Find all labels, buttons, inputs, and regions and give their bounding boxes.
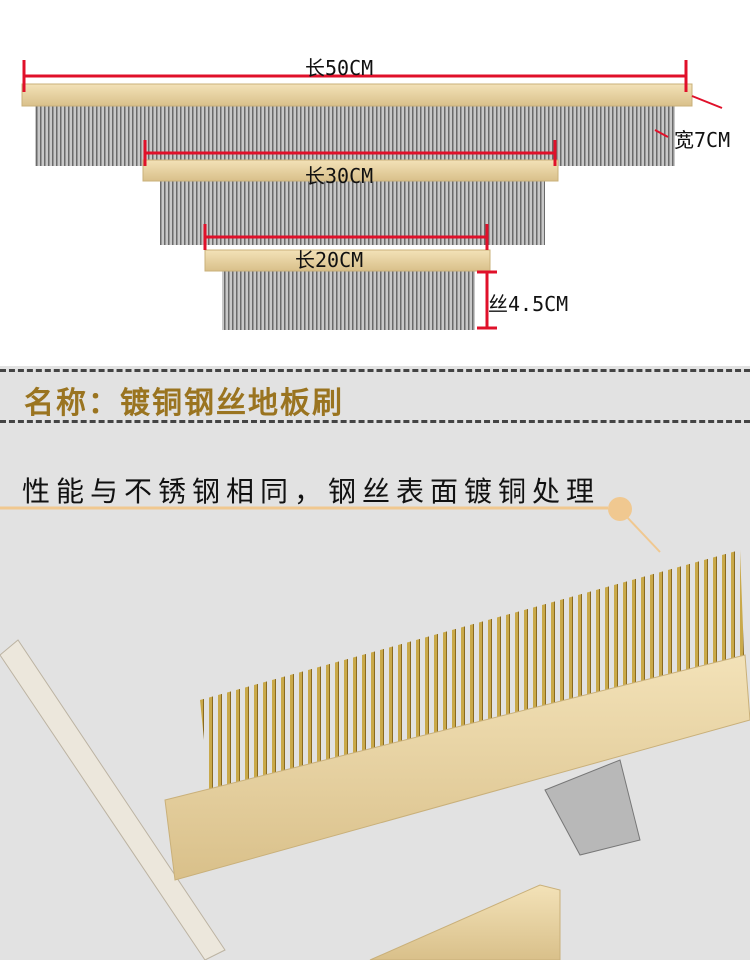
dimension-lines xyxy=(22,60,723,330)
divider-bottom xyxy=(0,420,750,423)
length-50-label: 长50CM xyxy=(305,56,374,80)
brass-floor-brush xyxy=(164,550,750,960)
product-name: 名称：镀铜钢丝地板刷 xyxy=(24,386,344,421)
callout-line xyxy=(0,497,661,553)
width-7-label: 宽7CM xyxy=(674,128,731,152)
handle-stick xyxy=(0,639,226,960)
length-20-label: 长20CM xyxy=(295,248,364,272)
brush-30cm xyxy=(142,159,559,245)
length-30-label: 长30CM xyxy=(305,164,374,188)
brush-20cm xyxy=(204,249,491,330)
brush-50cm xyxy=(21,83,693,166)
wire-length-label: 丝4.5CM xyxy=(488,292,569,316)
product-feature: 性能与不锈钢相同，钢丝表面镀铜处理 xyxy=(22,475,601,508)
divider-top xyxy=(0,369,750,372)
